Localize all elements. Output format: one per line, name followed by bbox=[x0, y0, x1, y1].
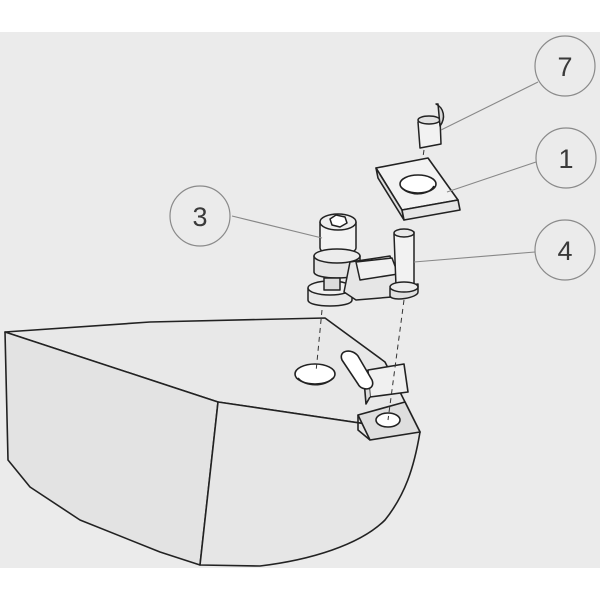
callout-label-1: 1 bbox=[558, 144, 573, 174]
clamp-sleeve-shade bbox=[435, 103, 445, 127]
insert-pocket-edge bbox=[357, 415, 371, 441]
pin-axis-line bbox=[387, 299, 405, 421]
clamp-plate-side bbox=[401, 199, 461, 221]
callout-4: 4 bbox=[534, 219, 596, 281]
clamp-lever-foot-top bbox=[389, 281, 419, 293]
leader-line-4 bbox=[413, 251, 536, 263]
callout-label-3: 3 bbox=[192, 202, 207, 232]
screw-hole-inner bbox=[297, 377, 334, 386]
clamp-sleeve-top bbox=[417, 115, 441, 125]
tool-holder-body bbox=[4, 317, 421, 567]
callout-circle-1 bbox=[535, 127, 597, 189]
screw-shank bbox=[323, 277, 341, 291]
screw-hex-socket bbox=[329, 214, 348, 228]
callout-circle-4 bbox=[534, 219, 596, 281]
callout-3: 3 bbox=[169, 185, 231, 247]
body-right-face bbox=[199, 401, 421, 567]
screw-axis-line bbox=[315, 309, 323, 373]
clamp-plate-part bbox=[375, 157, 461, 221]
callout-circle-7 bbox=[534, 35, 596, 97]
callout-label-7: 7 bbox=[557, 52, 572, 82]
leader-line-3 bbox=[231, 215, 323, 239]
clamp-lever-part bbox=[343, 228, 419, 301]
leader-line-1 bbox=[446, 161, 537, 193]
screw-part bbox=[307, 213, 361, 307]
callout-1: 1 bbox=[535, 127, 597, 189]
clamp-plate-hole-inner bbox=[401, 185, 435, 195]
insert-seat bbox=[367, 363, 409, 398]
lever-slot bbox=[340, 350, 374, 390]
clamp-lever-pin-top bbox=[393, 228, 415, 238]
callout-circle-3 bbox=[169, 185, 231, 247]
callout-label-4: 4 bbox=[557, 236, 572, 266]
clamp-sleeve-part bbox=[417, 103, 445, 149]
leader-line-7 bbox=[440, 81, 539, 131]
callout-7: 7 bbox=[534, 35, 596, 97]
screw-collar-top bbox=[313, 248, 361, 264]
clamp-lever-pin bbox=[393, 231, 415, 287]
leader-lines bbox=[231, 81, 539, 263]
